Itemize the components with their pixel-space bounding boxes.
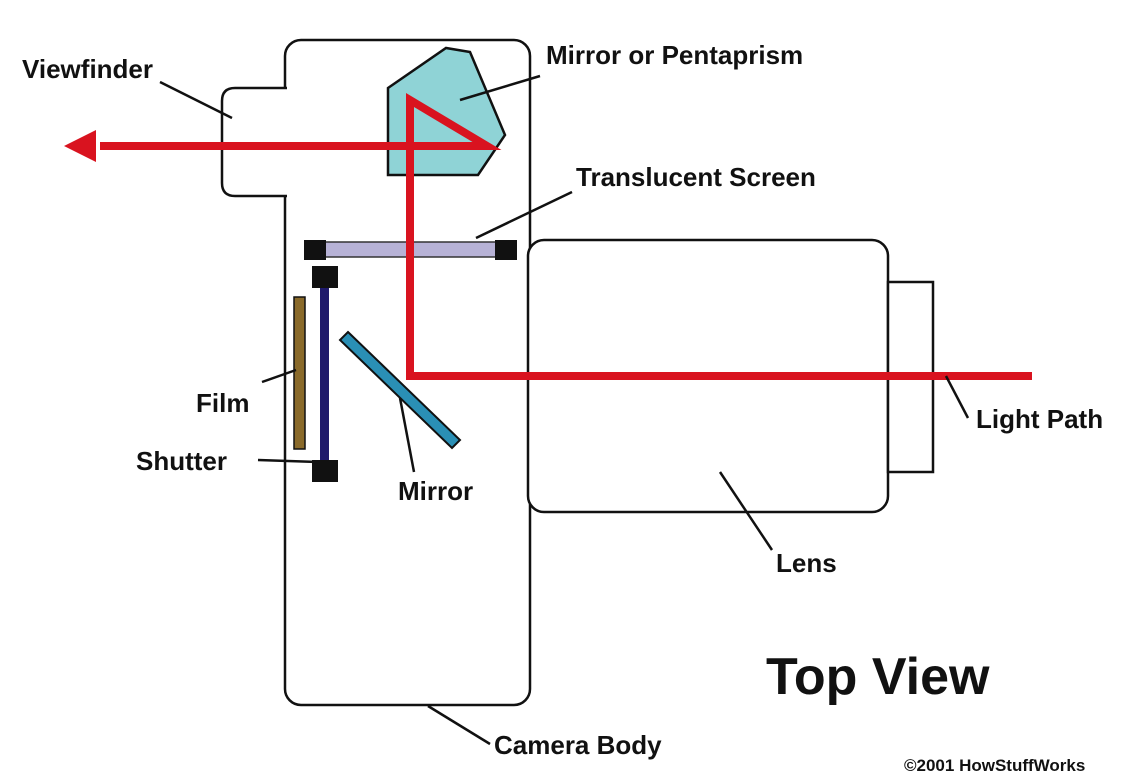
shutter-label: Shutter xyxy=(136,446,227,476)
film-strip xyxy=(293,296,306,450)
screen-clamp-right xyxy=(495,240,517,260)
reflex-mirror xyxy=(338,330,462,450)
viewfinder-leader xyxy=(159,80,233,120)
light-path-label: Light Path xyxy=(976,404,1103,434)
copyright-text: ©2001 HowStuffWorks xyxy=(904,756,1085,771)
top-view-title: Top View xyxy=(766,648,990,706)
light-path-leader xyxy=(944,375,970,419)
light-path xyxy=(100,92,1032,380)
shutter-bar xyxy=(320,282,329,464)
shutter-clamp-top xyxy=(312,266,338,288)
translucent-screen-leader xyxy=(475,190,573,240)
mirror-leader xyxy=(398,397,416,473)
lens-label: Lens xyxy=(776,548,837,578)
translucent-screen-label: Translucent Screen xyxy=(576,162,816,192)
screen-clamp-left xyxy=(304,240,326,260)
film-leader xyxy=(261,368,297,384)
pentaprism-label: Mirror or Pentaprism xyxy=(546,40,803,70)
pentaprism-leader xyxy=(459,74,541,102)
shutter-leader xyxy=(257,458,319,464)
light-path-arrowhead xyxy=(64,130,96,162)
lens-leader xyxy=(718,471,774,551)
mirror-label: Mirror xyxy=(398,476,473,506)
viewfinder-label: Viewfinder xyxy=(22,54,153,84)
camera-body-leader xyxy=(427,704,491,746)
camera-body-label: Camera Body xyxy=(494,730,662,760)
shutter-clamp-bottom xyxy=(312,460,338,482)
film-label: Film xyxy=(196,388,249,418)
